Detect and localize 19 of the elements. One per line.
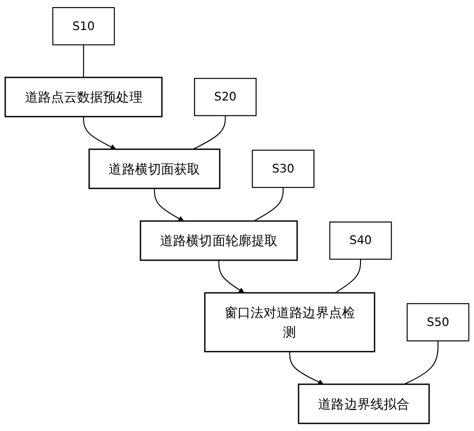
node-box: 道路边界线拟合	[298, 384, 430, 424]
connector	[404, 340, 438, 385]
node-box: S20	[194, 78, 257, 116]
connector	[334, 258, 362, 294]
node-box: 道路横切面轮廓提取	[140, 220, 298, 261]
connector	[83, 44, 84, 78]
node-box: S40	[329, 222, 392, 260]
arrow	[218, 260, 244, 294]
connector	[253, 186, 284, 222]
arrow	[289, 351, 324, 385]
node-box: S30	[252, 150, 314, 188]
node-box: 道路横切面获取	[88, 148, 220, 190]
node-box: 窗口法对道路边界点检测	[204, 292, 376, 352]
node-box: 道路点云数据预处理	[4, 76, 163, 118]
node-box: S10	[52, 7, 115, 46]
connector	[192, 115, 226, 150]
node-box: S50	[406, 303, 470, 342]
arrow	[83, 116, 116, 150]
arrow	[154, 188, 184, 222]
